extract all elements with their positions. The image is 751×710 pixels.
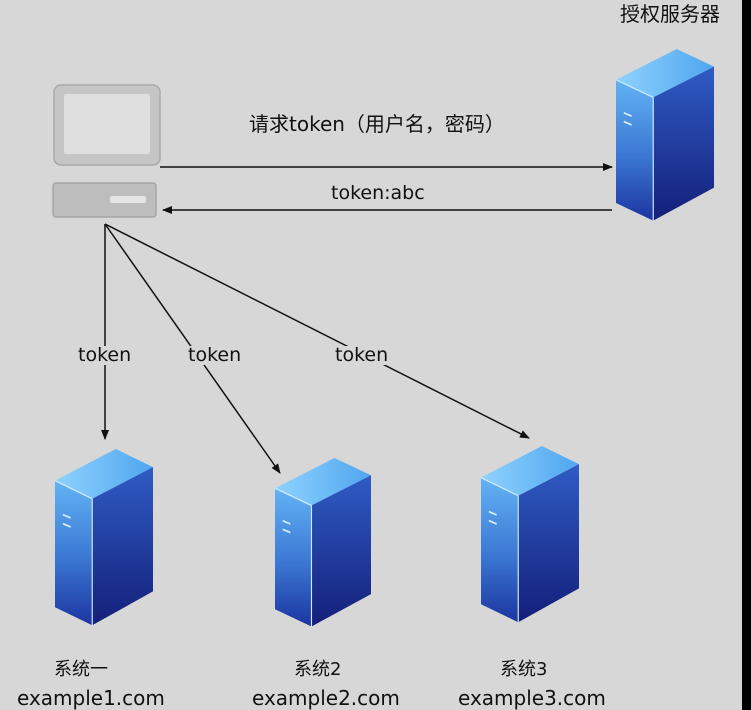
system-3-domain: example3.com (458, 686, 606, 710)
system-1-domain: example1.com (17, 686, 165, 710)
system-1-server-icon (54, 448, 154, 627)
computer-icon (52, 84, 161, 218)
system-1-name: 系统一 (54, 659, 108, 680)
response-edge-label: token:abc (331, 182, 425, 204)
request-edge-label: 请求token（用户名，密码） (249, 112, 505, 136)
auth-server-icon (615, 48, 715, 222)
system-3-name: 系统3 (500, 659, 548, 680)
token-edge-label-1: token (76, 344, 134, 366)
system-2-name: 系统2 (294, 659, 342, 680)
token-edge-label-2: token (186, 344, 244, 366)
auth-server-label: 授权服务器 (620, 2, 720, 26)
token-arrow-3 (104, 223, 530, 439)
system-2-server-icon (274, 457, 372, 628)
system-3-server-icon (480, 445, 580, 624)
token-edge-label-3: token (333, 344, 391, 366)
system-2-domain: example2.com (252, 686, 400, 710)
